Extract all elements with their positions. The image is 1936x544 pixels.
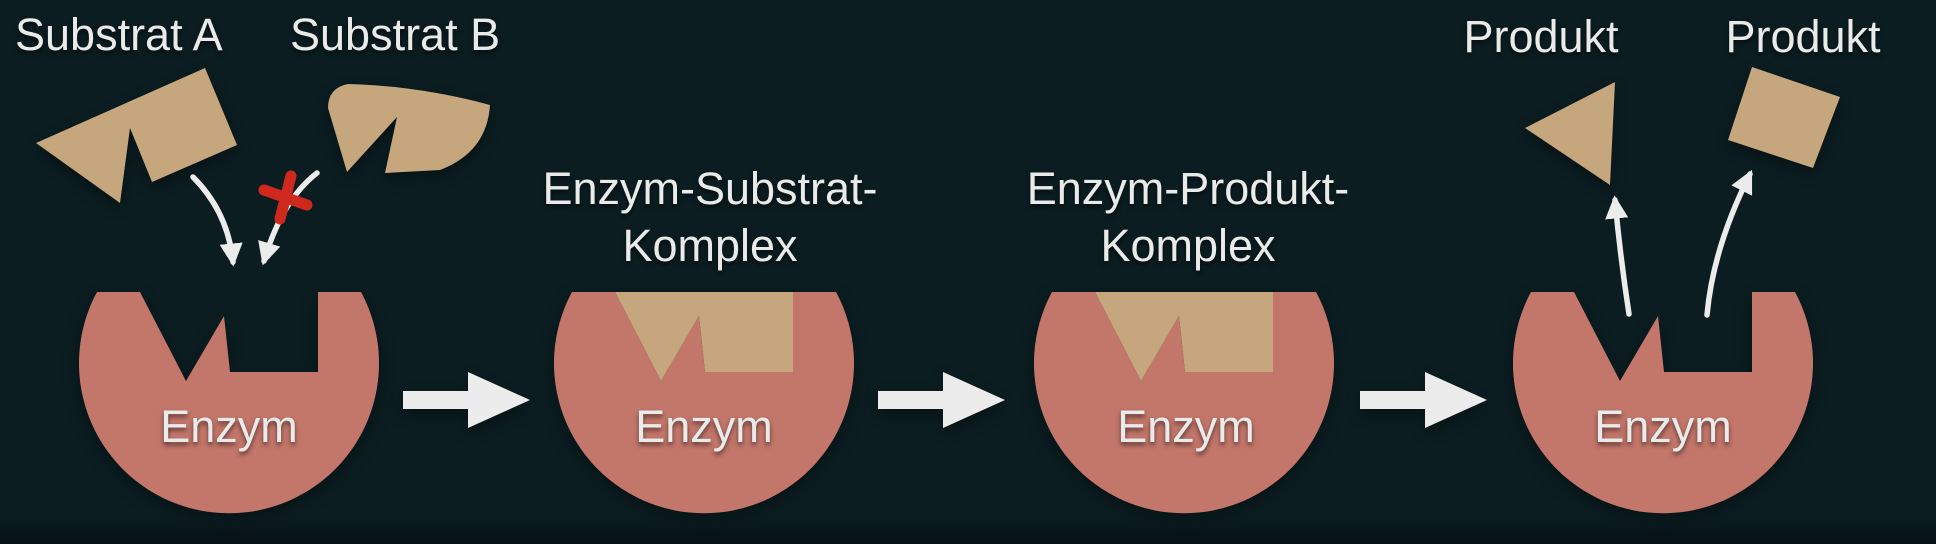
enzyme-3-shape <box>1034 292 1334 514</box>
substrat-b-shape <box>328 84 490 173</box>
enzyme-2-shape <box>554 292 854 514</box>
enzyme-4-shape <box>1513 292 1813 514</box>
substrat-a-binding-arrow <box>190 174 243 267</box>
produkt-release-arrow-right <box>1704 169 1753 318</box>
product-in-active-site <box>1095 292 1273 381</box>
produkt-triangle-shape <box>1525 82 1615 185</box>
step-arrow-2 <box>878 372 1005 428</box>
enzyme-4-label: Enzym <box>1594 401 1732 452</box>
substrat-b-label: Substrat B <box>290 9 501 60</box>
ep-komplex-line2: Komplex <box>1100 220 1276 271</box>
reject-x-icon <box>258 170 313 225</box>
produkt-left-label: Produkt <box>1463 11 1619 62</box>
enzym-substrat-komplex-label: Enzym-Substrat- Komplex <box>460 160 960 274</box>
es-komplex-line2: Komplex <box>622 220 798 271</box>
enzyme-1-shape <box>78 292 379 514</box>
enzyme-1-label: Enzym <box>160 401 298 452</box>
produkt-square-shape <box>1728 67 1840 168</box>
ep-komplex-line1: Enzym-Produkt- <box>1026 163 1350 214</box>
enzym-produkt-komplex-label: Enzym-Produkt- Komplex <box>938 160 1438 274</box>
es-komplex-line1: Enzym-Substrat- <box>542 163 878 214</box>
step-arrow-1 <box>403 372 530 428</box>
substrate-in-active-site <box>615 292 793 381</box>
substrat-a-label: Substrat A <box>15 9 223 60</box>
substrat-a-shape <box>36 68 237 203</box>
produkt-release-arrow-left <box>1605 195 1632 317</box>
step-arrow-3 <box>1360 372 1487 428</box>
enzyme-3-label: Enzym <box>1117 401 1255 452</box>
enzyme-2-label: Enzym <box>635 401 773 452</box>
produkt-right-label: Produkt <box>1725 11 1881 62</box>
